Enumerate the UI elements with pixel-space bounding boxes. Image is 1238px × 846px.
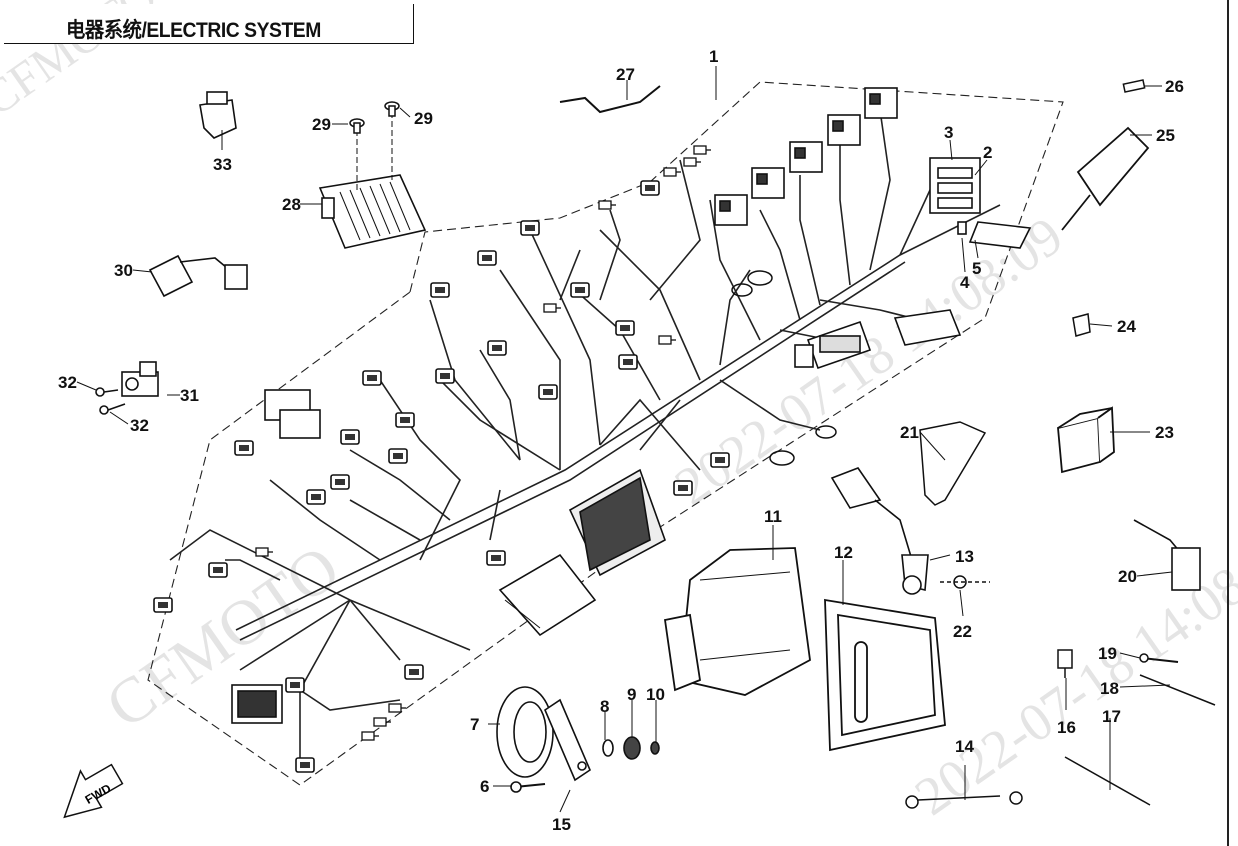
- bracket-12: [824, 598, 946, 752]
- clip-26: [1122, 79, 1146, 93]
- callout-20: 20: [1118, 567, 1137, 586]
- switch-33: [199, 91, 237, 139]
- callout-16: 16: [1057, 718, 1076, 737]
- sensor-31: [95, 361, 159, 415]
- callout-25: 25: [1156, 126, 1175, 145]
- title-box: 电器系统/ELECTRIC SYSTEM: [4, 4, 414, 44]
- page-title: 电器系统/ELECTRIC SYSTEM: [66, 19, 321, 42]
- callout-1: 1: [709, 47, 718, 66]
- callout-18: 18: [1100, 679, 1119, 698]
- callout-32: 32: [58, 373, 77, 392]
- callout-31: 31: [180, 386, 199, 405]
- callout-3: 3: [944, 123, 953, 142]
- small-parts-16-19: [1057, 649, 1216, 806]
- block-connectors: [231, 389, 321, 724]
- callout-32b: 32: [130, 416, 149, 435]
- fuse-24: [1072, 313, 1091, 337]
- ecu-11: [663, 547, 811, 696]
- callout-6: 6: [480, 777, 489, 796]
- ring-terminals: [731, 270, 837, 466]
- cable-13: [830, 467, 929, 595]
- callout-2: 2: [983, 143, 992, 162]
- bolt-22: [940, 575, 990, 589]
- callout-17: 17: [1102, 707, 1121, 726]
- battery-23: [1057, 406, 1115, 474]
- callout-7: 7: [470, 715, 479, 734]
- strap-21: [919, 421, 987, 506]
- callout-29: 29: [312, 115, 331, 134]
- cable-14: [905, 791, 1023, 809]
- bolts-29: [349, 101, 400, 134]
- callout-27: 27: [616, 65, 635, 84]
- callout-10: 10: [646, 685, 665, 704]
- fwd-arrow: FWD: [63, 763, 124, 819]
- callout-15: 15: [552, 815, 571, 834]
- callout-14: 14: [955, 737, 974, 756]
- harness-connectors: [153, 145, 730, 773]
- fuse-box: [929, 157, 1032, 249]
- callout-12: 12: [834, 543, 853, 562]
- relay-connectors: [714, 87, 898, 226]
- sensor-20: [1133, 519, 1201, 591]
- leader-lines: [76, 66, 1173, 813]
- wiring-harness: [169, 109, 1001, 760]
- callout-29b: 29: [414, 109, 433, 128]
- callout-5: 5: [972, 259, 981, 278]
- callout-22: 22: [953, 622, 972, 641]
- sensor-30: [148, 254, 248, 298]
- horn-assembly: [496, 686, 660, 793]
- callout-labels: 1 2 3 4 5 6 7 8 9 10 11 12 13 14 15 16 1…: [58, 47, 1184, 834]
- callout-23: 23: [1155, 423, 1174, 442]
- module-25: [1061, 126, 1150, 231]
- callout-8: 8: [600, 697, 609, 716]
- callout-28: 28: [282, 195, 301, 214]
- callout-33: 33: [213, 155, 232, 174]
- callout-13: 13: [955, 547, 974, 566]
- callout-26: 26: [1165, 77, 1184, 96]
- callout-11: 11: [764, 507, 782, 526]
- callout-24: 24: [1117, 317, 1136, 336]
- regulator-28: [318, 174, 427, 249]
- callout-9: 9: [627, 685, 636, 704]
- harness-ecu-connector: [498, 468, 666, 637]
- callout-30: 30: [114, 261, 133, 280]
- frame-border: [1227, 0, 1229, 846]
- callout-19: 19: [1098, 644, 1117, 663]
- cable-27: [559, 85, 661, 114]
- callout-21: 21: [900, 423, 919, 442]
- callout-4: 4: [960, 273, 970, 292]
- diagnostic-connectors: [794, 309, 962, 370]
